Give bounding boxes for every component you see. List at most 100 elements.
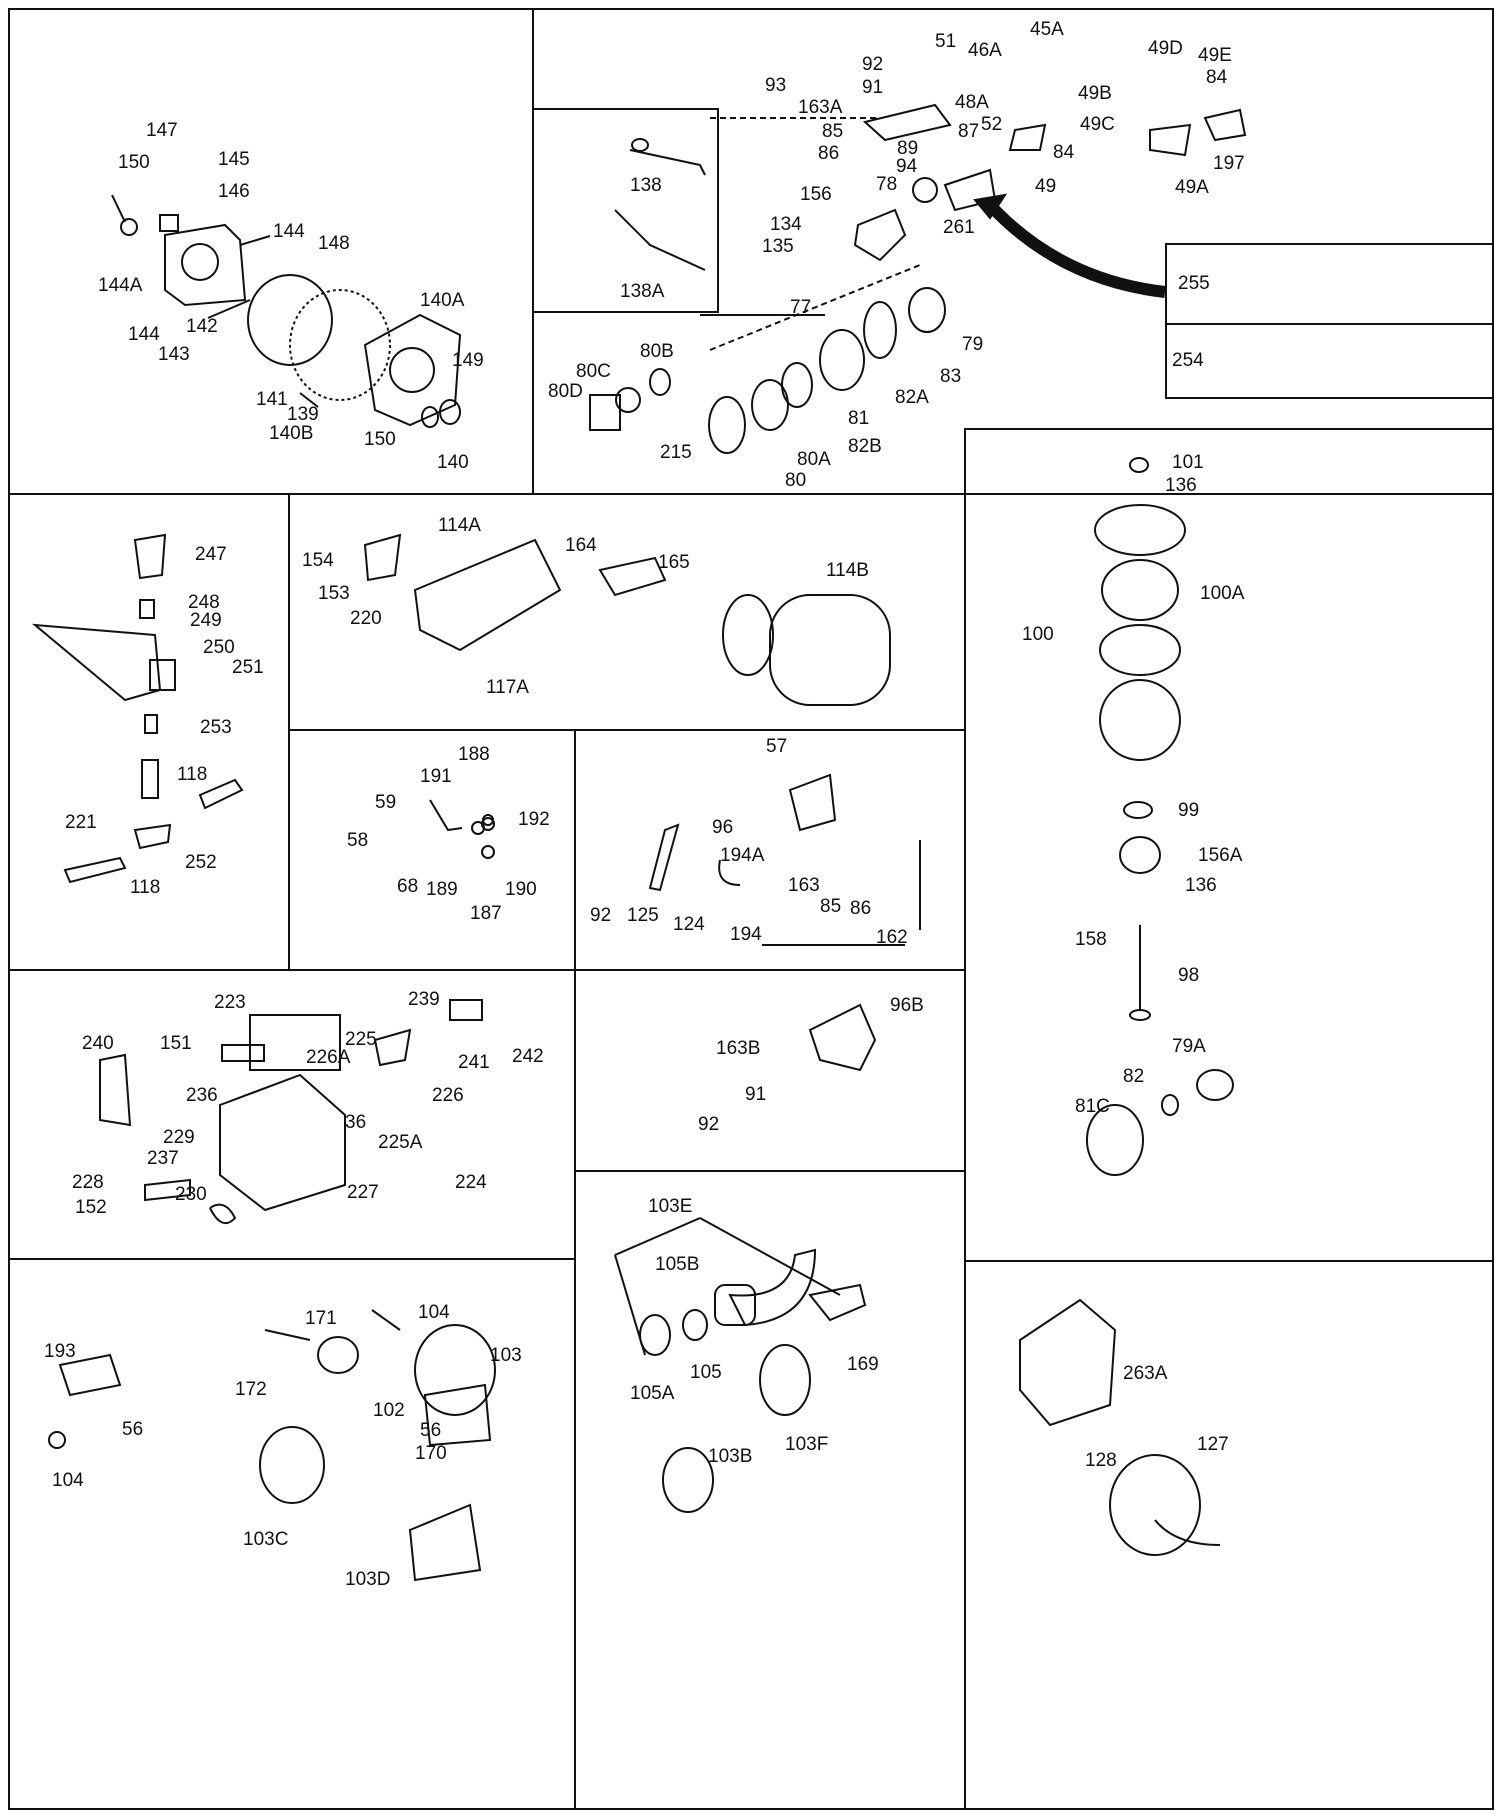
element-81C-drawing [1086, 1104, 1144, 1176]
callout-242: 242 [512, 1046, 544, 1067]
callout-236: 236 [186, 1085, 218, 1106]
spring-197-drawing [1203, 108, 1247, 142]
gasket-141-drawing [289, 289, 391, 401]
seal-80B-drawing [649, 368, 671, 396]
lever-124-drawing [648, 823, 680, 892]
callout-248: 248 [188, 592, 220, 613]
callout-93: 93 [765, 75, 787, 96]
callout-59: 59 [375, 792, 397, 813]
link-138A-drawing [614, 209, 706, 271]
elbow-156-drawing [853, 208, 907, 262]
nut-190-drawing [481, 845, 495, 859]
bracket-line-103E [614, 1217, 701, 1256]
muffler-103F-drawing [759, 1344, 811, 1416]
gasket-193-drawing [58, 1353, 122, 1397]
panel-muffler [8, 1258, 576, 1810]
callout-253: 253 [200, 717, 232, 738]
callout-51: 51 [935, 31, 957, 52]
decal-151-drawing [221, 1044, 265, 1062]
callout-144A: 144A [98, 275, 143, 296]
callout-146: 146 [218, 181, 250, 202]
callout-92-control: 92 [590, 905, 612, 926]
callout-136: 136 [1165, 475, 1197, 496]
callout-92-bracket: 92 [698, 1114, 720, 1135]
shield-170-drawing [423, 1383, 492, 1447]
callout-96: 96 [712, 817, 734, 838]
callout-188: 188 [458, 744, 490, 765]
callout-85-control: 85 [820, 896, 842, 917]
callout-134: 134 [770, 214, 802, 235]
bracket-line-103Eb [699, 1217, 841, 1296]
muffler-103C-drawing [259, 1426, 325, 1504]
hose-drawing [141, 759, 159, 799]
callout-156: 156 [800, 184, 832, 205]
callout-170: 170 [415, 1443, 447, 1464]
callout-91-bracket: 91 [745, 1084, 767, 1105]
leader-141 [299, 392, 319, 408]
bolt-104-drawing [48, 1431, 66, 1449]
bolt-98-head [1129, 1009, 1151, 1021]
link-138-drawing [629, 149, 706, 176]
callout-101: 101 [1172, 452, 1204, 473]
callout-78: 78 [876, 174, 898, 195]
callout-142: 142 [186, 316, 218, 337]
seal-82-drawing [1161, 1094, 1179, 1116]
plate-240-drawing [99, 1053, 132, 1127]
callout-81C: 81C [1075, 1096, 1110, 1117]
callout-94: 94 [896, 156, 918, 177]
callout-141: 141 [256, 389, 288, 410]
callout-79: 79 [962, 334, 984, 355]
dashed-line-77 [709, 264, 921, 351]
gasket-49-drawing [1008, 123, 1047, 151]
element-81-drawing [819, 329, 865, 391]
callout-36: 36 [345, 1112, 367, 1133]
base-80-drawing [708, 396, 746, 454]
callout-164: 164 [565, 535, 597, 556]
knob-230-drawing [209, 1203, 237, 1225]
callout-143: 143 [158, 344, 190, 365]
bracket-225-drawing [373, 1028, 412, 1067]
callout-82: 82 [1123, 1066, 1145, 1087]
screen-82A-drawing [863, 301, 897, 359]
callout-140B: 140B [269, 423, 314, 444]
callout-163B: 163B [716, 1038, 761, 1059]
callout-249: 249 [190, 610, 222, 631]
screen-105A-drawing [639, 1314, 671, 1356]
muffler-103-drawing [414, 1324, 496, 1416]
callout-49: 49 [1035, 176, 1057, 197]
leader-150 [111, 194, 126, 223]
pipe-104-drawing [371, 1309, 401, 1331]
arrow-to-261 [985, 200, 1166, 298]
callout-80: 80 [785, 470, 807, 491]
callout-105: 105 [690, 1362, 722, 1383]
callout-169: 169 [847, 1354, 879, 1375]
callout-46A: 46A [968, 40, 1002, 61]
stator-housing-drawing [363, 313, 462, 427]
callout-228: 228 [72, 1172, 104, 1193]
callout-136-lower: 136 [1185, 875, 1217, 896]
callout-239: 239 [408, 989, 440, 1010]
spring-80C-drawing [615, 387, 641, 413]
callout-226A: 226A [306, 1047, 351, 1068]
cup-drawing [1099, 624, 1181, 676]
callout-135: 135 [762, 236, 794, 257]
tube-drawing [714, 1284, 756, 1326]
callout-105A: 105A [630, 1383, 675, 1404]
guard-103D-drawing [408, 1503, 482, 1582]
callout-83: 83 [940, 366, 962, 387]
callout-250: 250 [203, 637, 235, 658]
screen-82B-drawing [781, 362, 813, 408]
lever-59-drawing [429, 799, 463, 832]
callout-172: 172 [235, 1379, 267, 1400]
callout-140A: 140A [420, 290, 465, 311]
callout-154: 154 [302, 550, 334, 571]
callout-189: 189 [426, 879, 458, 900]
callout-56: 56 [122, 1419, 144, 1440]
callout-191: 191 [420, 766, 452, 787]
callout-224: 224 [455, 1172, 487, 1193]
callout-87: 87 [958, 121, 980, 142]
panel-linkage-inset [532, 108, 719, 313]
callout-49B: 49B [1078, 83, 1112, 104]
callout-148: 148 [318, 233, 350, 254]
